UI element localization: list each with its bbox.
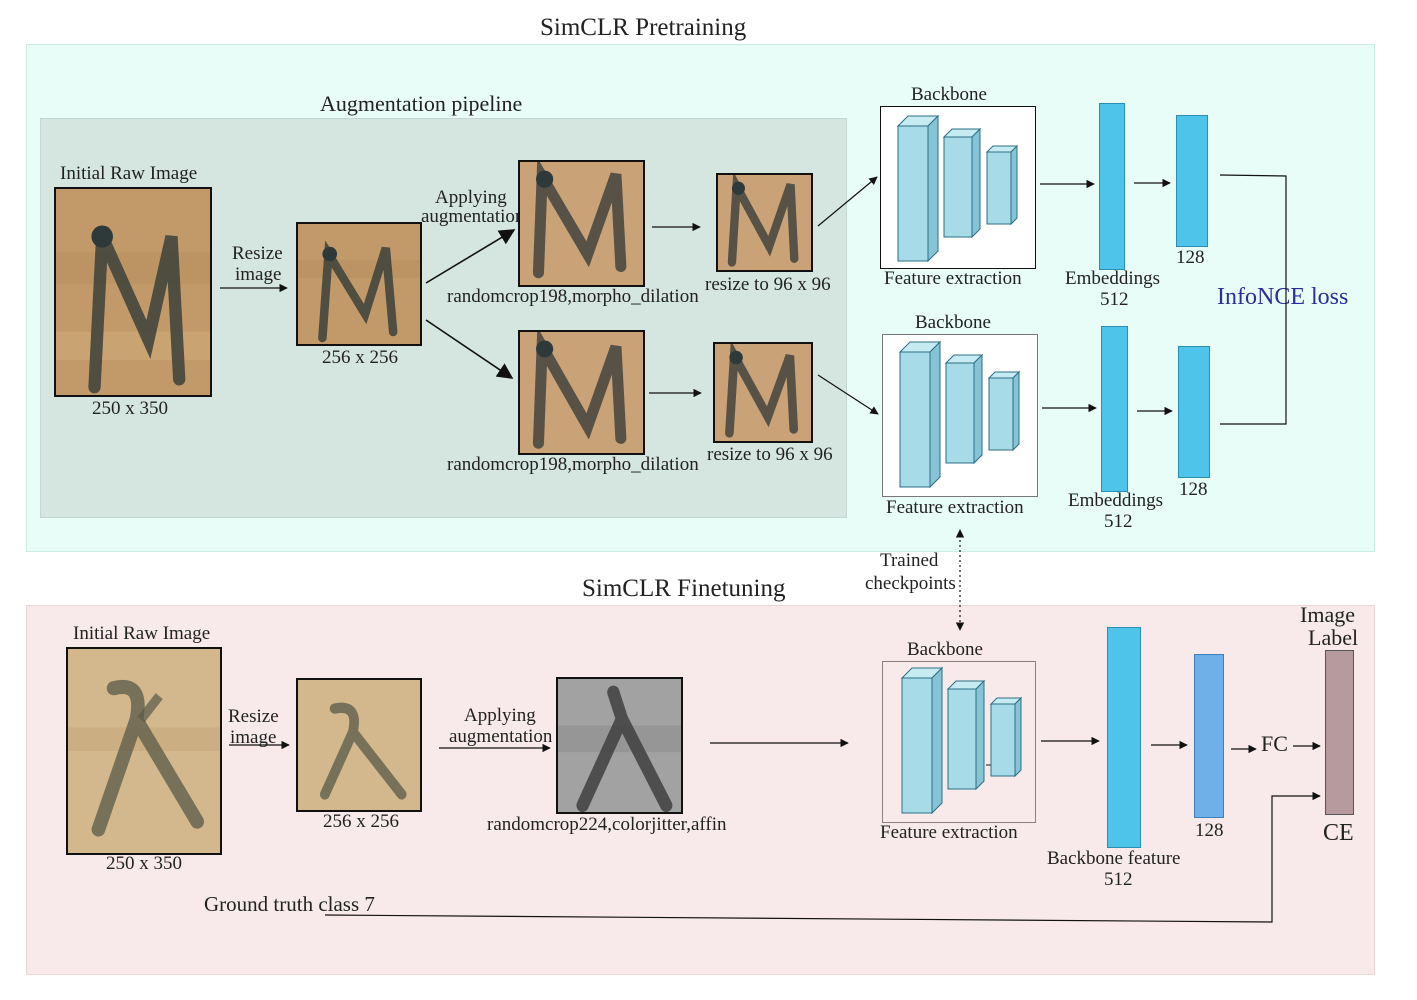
backbone-layer-3-finetune bbox=[989, 696, 1023, 778]
projection-bar-bottom bbox=[1178, 346, 1210, 478]
resized-image-top bbox=[296, 222, 422, 346]
embedding-bar-bottom bbox=[1101, 326, 1128, 492]
raw-image-label-top: Initial Raw Image bbox=[60, 163, 198, 184]
projection-bar-finetune bbox=[1194, 654, 1224, 818]
checkpoint-label-1: Trained bbox=[880, 550, 939, 571]
finetuning-title: SimCLR Finetuning bbox=[582, 575, 786, 602]
small-caption-bottom: resize to 96 x 96 bbox=[707, 444, 833, 465]
resized-size-bottom: 256 x 256 bbox=[323, 811, 399, 832]
backbone-layer-1-finetune bbox=[900, 666, 944, 815]
raw-image-bottom bbox=[66, 647, 222, 855]
raw-image-top bbox=[54, 187, 212, 397]
backbone-feature-bar bbox=[1107, 627, 1141, 848]
backbone-layer-1-top bbox=[896, 114, 940, 263]
embedding-bar-top bbox=[1099, 103, 1125, 270]
backbone-layer-3-bottom bbox=[987, 370, 1021, 452]
augmented-image-bottom bbox=[518, 330, 645, 455]
raw-image-label-bottom: Initial Raw Image bbox=[73, 623, 211, 644]
backbone-layers-finetune bbox=[900, 666, 1023, 815]
backbone-label-top: Backbone bbox=[911, 84, 987, 105]
applying-label-2: augmentation bbox=[421, 206, 525, 227]
backbone-feature-dim: 512 bbox=[1104, 869, 1133, 890]
augmentation-title: Augmentation pipeline bbox=[320, 91, 523, 116]
feature-label-top: Feature extraction bbox=[884, 268, 1022, 289]
augmented-image-top bbox=[518, 160, 645, 287]
fc-label: FC bbox=[1261, 731, 1288, 756]
raw-size-bottom: 250 x 350 bbox=[106, 853, 182, 874]
backbone-layer-1-bottom bbox=[898, 340, 942, 489]
backbone-layer-3-top bbox=[985, 144, 1019, 226]
backbone-feature-label: Backbone feature bbox=[1047, 848, 1181, 869]
embeddings-label-bottom: Embeddings bbox=[1068, 490, 1163, 511]
projection-bar-top bbox=[1176, 115, 1208, 247]
resize-label-bottom-2: image bbox=[230, 727, 277, 748]
embeddings-label-top: Embeddings bbox=[1065, 268, 1160, 289]
image-label-1: Image bbox=[1300, 602, 1355, 627]
pretraining-title: SimCLR Pretraining bbox=[540, 14, 747, 41]
small-caption-top: resize to 96 x 96 bbox=[705, 274, 831, 295]
projection-dim-bottom: 128 bbox=[1179, 479, 1208, 500]
resize-label-bottom-1: Resize bbox=[228, 706, 279, 727]
aug-caption-top: randomcrop198,morpho_dilation bbox=[447, 286, 699, 307]
image-label-2: Label bbox=[1308, 625, 1359, 650]
small-image-top bbox=[716, 173, 813, 272]
feature-label-finetune: Feature extraction bbox=[880, 822, 1018, 843]
finetuning-panel bbox=[26, 605, 1375, 975]
backbone-layer-2-finetune bbox=[946, 679, 986, 791]
backbone-layer-2-top bbox=[942, 127, 982, 239]
aug-caption-bottom: randomcrop198,morpho_dilation bbox=[447, 454, 699, 475]
projection-dim-finetune: 128 bbox=[1195, 820, 1224, 841]
resized-size-top: 256 x 256 bbox=[322, 347, 398, 368]
ground-truth-label: Ground truth class 7 bbox=[204, 892, 375, 916]
backbone-layers-bottom bbox=[898, 340, 1021, 489]
ce-label: CE bbox=[1323, 820, 1354, 846]
augmented-image-finetune bbox=[556, 677, 683, 814]
raw-size-top: 250 x 350 bbox=[92, 398, 168, 419]
resize-label-top-2: image bbox=[235, 264, 282, 285]
backbone-layers-top bbox=[896, 114, 1019, 263]
small-image-bottom bbox=[713, 342, 813, 443]
loss-connector bbox=[1219, 174, 1287, 425]
arrow-resize-to-aug-top bbox=[425, 229, 516, 284]
ground-truth-connector bbox=[324, 791, 1321, 923]
backbone-layer-2-bottom bbox=[944, 353, 984, 465]
infonce-loss-label: InfoNCE loss bbox=[1217, 284, 1349, 310]
arrow-small-to-backbone-top bbox=[817, 176, 878, 227]
applying-bottom-2: augmentation bbox=[449, 726, 553, 747]
feature-label-bottom: Feature extraction bbox=[886, 497, 1024, 518]
backbone-label-finetune: Backbone bbox=[907, 639, 983, 660]
projection-dim-top: 128 bbox=[1176, 247, 1205, 268]
backbone-label-bottom: Backbone bbox=[915, 312, 991, 333]
resized-image-bottom bbox=[296, 678, 422, 812]
arrow-small-to-backbone-bottom bbox=[817, 374, 879, 415]
embeddings-dim-top: 512 bbox=[1100, 289, 1129, 310]
applying-label-1: Applying bbox=[435, 187, 507, 208]
aug-caption-finetune: randomcrop224,colorjitter,affin bbox=[487, 814, 727, 835]
resize-label-top-1: Resize bbox=[232, 243, 283, 264]
label-bar bbox=[1325, 650, 1354, 815]
embeddings-dim-bottom: 512 bbox=[1104, 511, 1133, 532]
applying-bottom-1: Applying bbox=[464, 705, 536, 726]
checkpoint-label-2: checkpoints bbox=[865, 573, 956, 594]
arrow-resize-to-aug-bottom bbox=[425, 319, 514, 379]
